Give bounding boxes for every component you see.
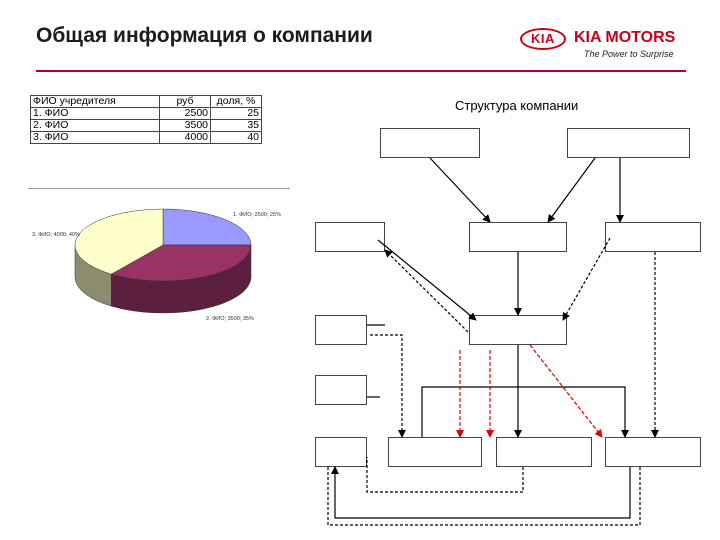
org-box-top-right: [567, 128, 690, 158]
pie-data-label: 2. ФИО; 3500; 35%: [206, 316, 254, 322]
table-row: 2. ФИО 3500 35: [30, 119, 262, 132]
header-divider: [36, 70, 686, 72]
logo-name: KIA MOTORS: [574, 29, 676, 46]
org-box-left-2: [315, 315, 367, 345]
org-box-bottom-2: [496, 437, 592, 467]
logo-tagline: The Power to Surprise: [584, 49, 674, 59]
table-cell: 40: [210, 131, 262, 144]
org-box-mid-right: [605, 222, 701, 252]
org-box-left-3: [315, 375, 367, 405]
structure-title: Структура компании: [455, 98, 579, 113]
kia-emblem: KIA: [520, 28, 566, 50]
org-box-mid-center: [469, 222, 567, 252]
pie-slice: [74, 208, 164, 275]
pie-data-label: 3. ФИО; 4000; 40%: [32, 232, 80, 238]
org-box-bottom-3: [605, 437, 701, 467]
pie-data-label: 1. ФИО; 2500; 25%: [233, 212, 281, 218]
connector-bus: [421, 386, 629, 438]
connector-loop: [331, 466, 631, 519]
owners-table: ФИО учредителя руб доля, % 1. ФИО 2500 2…: [30, 95, 262, 144]
connector-arrow: [377, 239, 477, 321]
connector-arrow: [384, 249, 469, 333]
pie-slice: [162, 208, 252, 246]
pie-svg: 1. ФИО; 2500; 25% 2. ФИО; 3500; 35% 3. ФИО…: [32, 208, 281, 322]
page-title: Общая информация о компании: [36, 24, 373, 47]
connector-loop: [366, 457, 524, 493]
org-box-top-left: [380, 128, 480, 158]
org-box-center-2: [469, 315, 567, 345]
highlight-arrow: [529, 344, 603, 438]
org-box-bottom-1: [388, 437, 482, 467]
connector-loop: [327, 467, 641, 526]
connector-arrow: [562, 237, 611, 321]
kia-logo: KIA KIA MOTORS The Power to Surprise: [520, 26, 690, 66]
pie-slice: [110, 244, 252, 282]
ownership-pie-chart: 1. ФИО; 2500; 25% 2. ФИО; 3500; 35% 3. ФИО…: [28, 190, 290, 352]
connector-arrow: [370, 334, 406, 438]
org-box-mid-left: [315, 222, 385, 252]
table-row: 3. ФИО 4000 40: [30, 131, 262, 144]
org-box-left-4: [315, 437, 367, 467]
connector-arrow: [547, 157, 596, 223]
connector-arrow: [429, 157, 491, 223]
chart-top-rule: [28, 188, 290, 189]
